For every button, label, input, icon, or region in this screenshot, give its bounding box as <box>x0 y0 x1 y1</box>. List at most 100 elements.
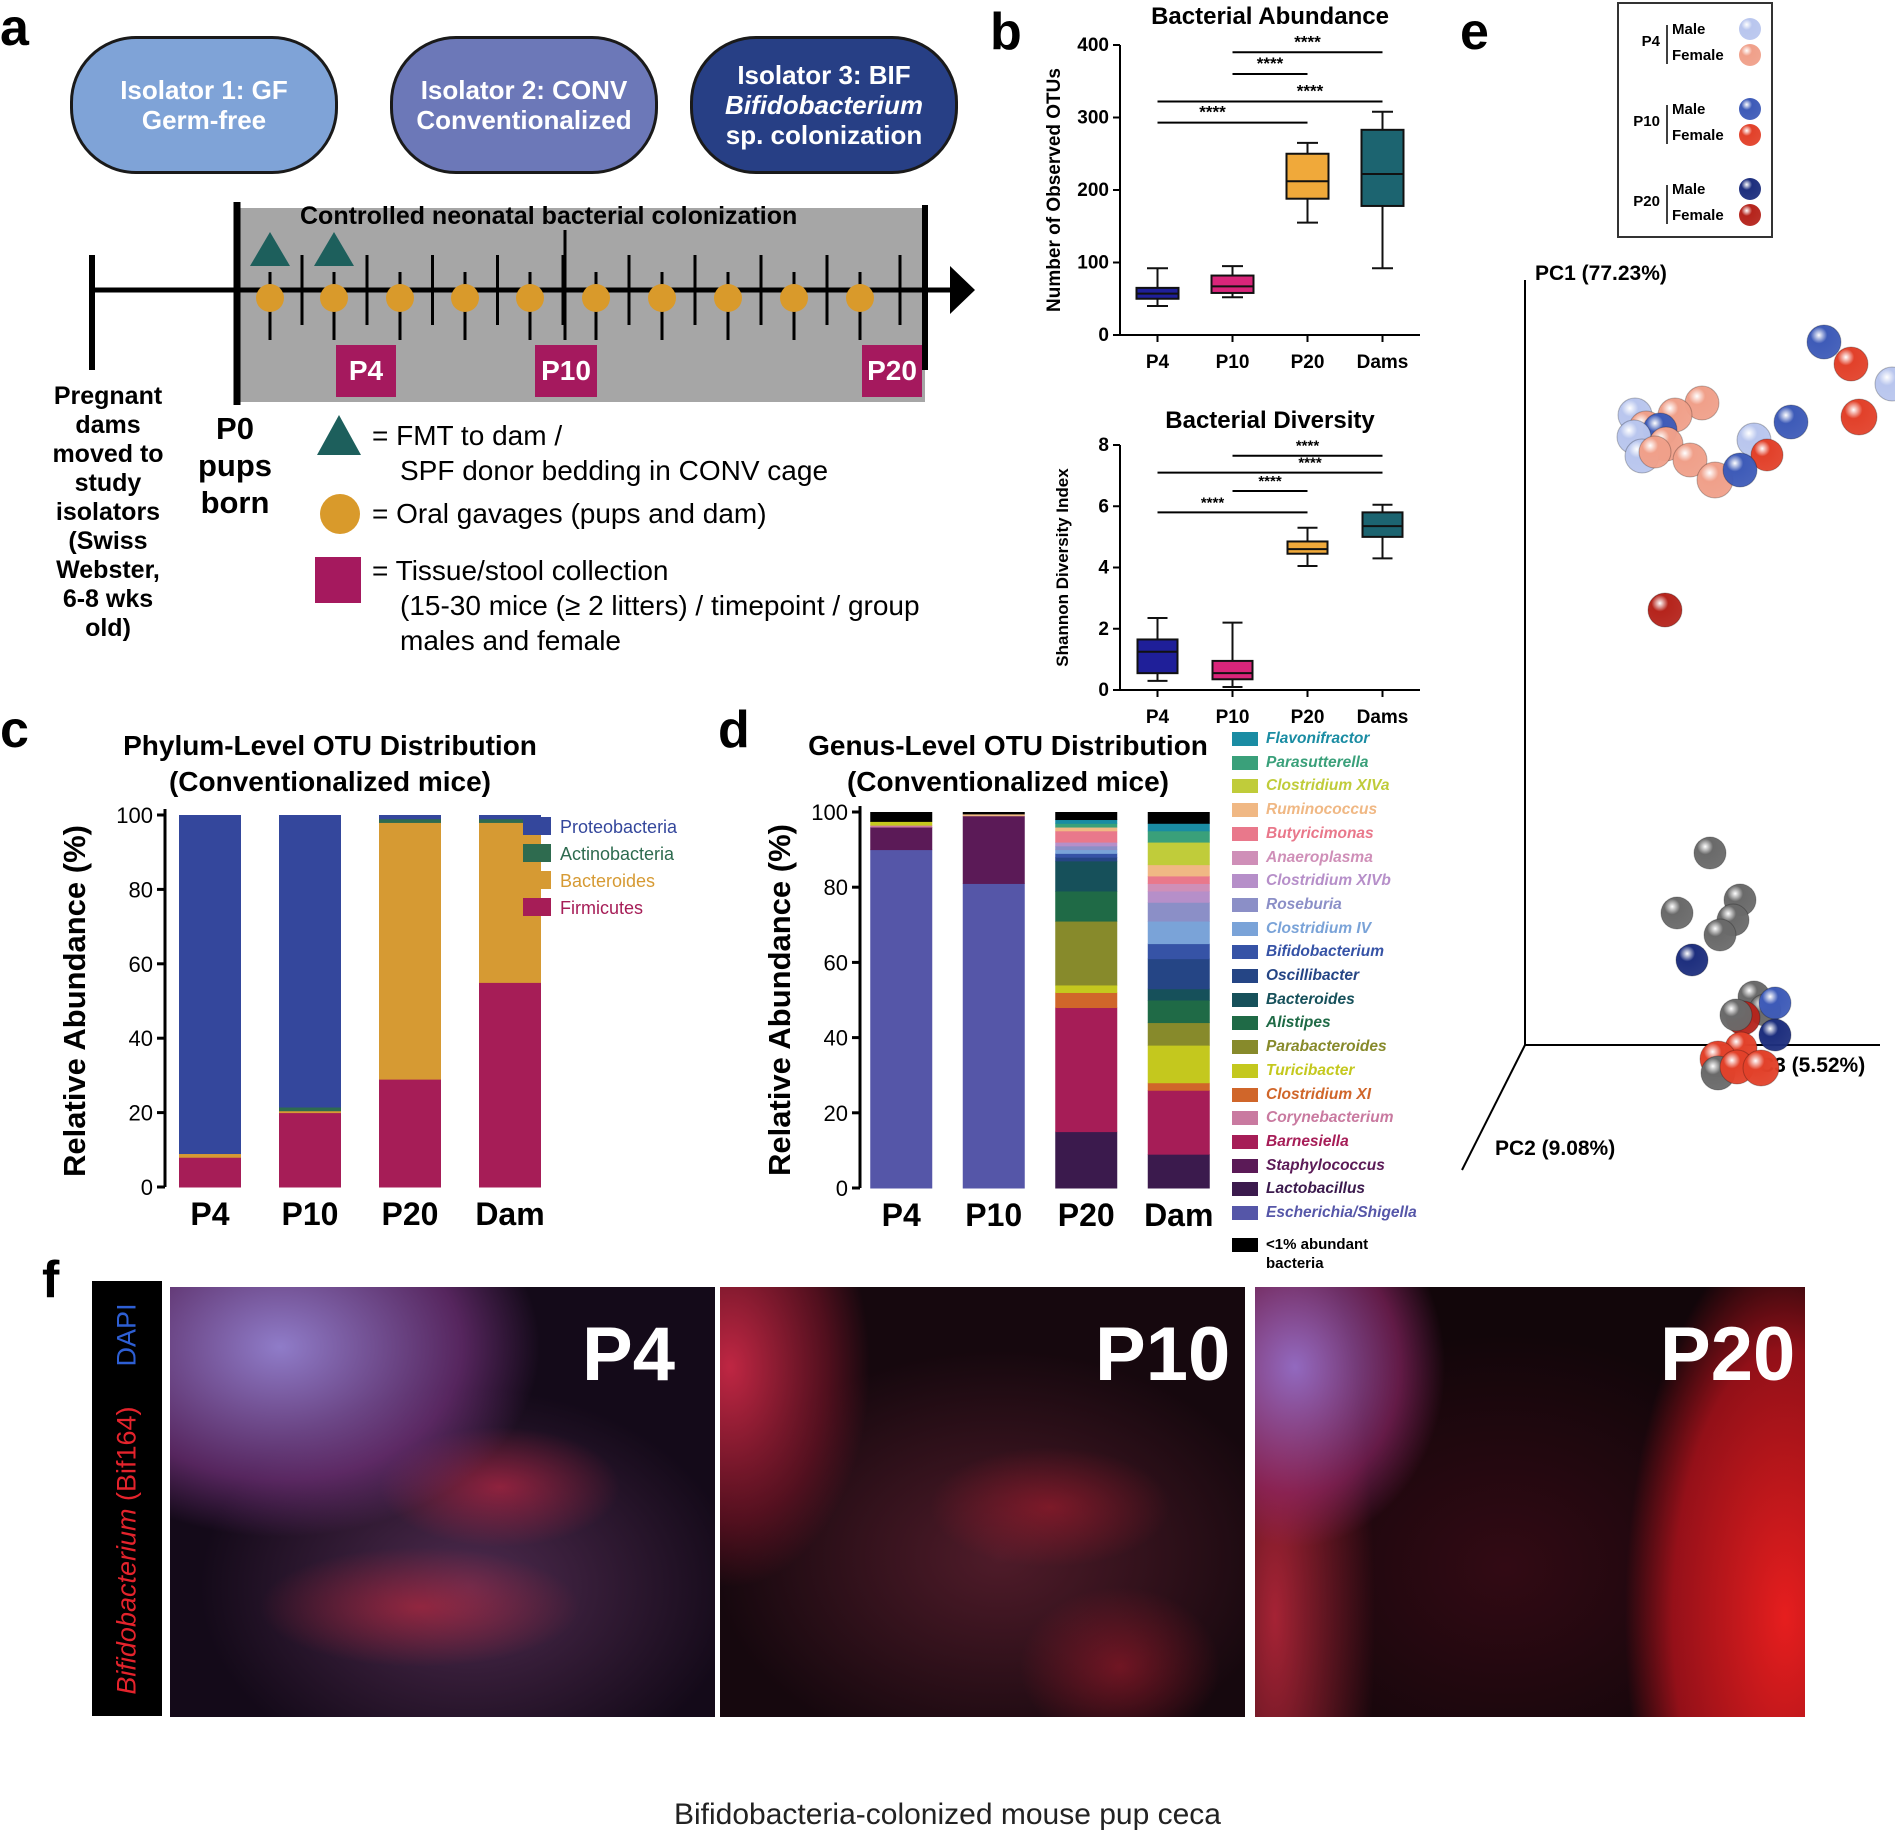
gavage-circle <box>648 284 676 312</box>
bif-label: Bifidobacterium <box>111 1507 142 1695</box>
gavage-circle <box>256 284 284 312</box>
stain-legend: Bifidobacterium (Bif164)DAPI <box>112 1303 143 1694</box>
legend-swatch <box>1232 1158 1258 1173</box>
legend-group-label: P20 <box>1633 193 1660 210</box>
y-tick-label: 200 <box>1077 180 1109 201</box>
bar-segment <box>379 815 441 820</box>
legend-female-label: Female <box>1672 127 1724 144</box>
legend-swatch <box>523 817 551 835</box>
legend-triangle-icon <box>317 415 361 455</box>
legend-label: Parasutterella <box>1266 753 1369 771</box>
bar-segment <box>1055 992 1118 1009</box>
micro-label-p20: P20 <box>1660 1312 1796 1397</box>
legend-label: Escherichia/Shigella <box>1266 1204 1417 1221</box>
bif-probe-label: (Bif164) <box>111 1405 142 1508</box>
x-tick-label: Dam <box>475 1196 544 1232</box>
panel-letter-d: d <box>718 701 750 759</box>
legend-swatch <box>523 898 551 916</box>
box <box>1285 152 1330 200</box>
y-tick-label: 20 <box>824 1101 848 1126</box>
bar-segment <box>962 812 1025 815</box>
gavage-circle <box>780 284 808 312</box>
bar-segment <box>1055 890 1118 922</box>
legend-circle-icon <box>320 494 360 534</box>
x-tick-label: P4 <box>882 1197 921 1233</box>
legend-swatch <box>1232 897 1258 912</box>
x-tick-label: Dams <box>1357 352 1409 373</box>
legend-square-line2: (15-30 mice (≥ 2 litters) / timepoint / … <box>400 590 920 621</box>
legend-swatch <box>1232 874 1258 889</box>
pregnant-dams-note: Pregnant dams moved to study isolators (… <box>38 382 178 643</box>
y-axis-label: Shannon Diversity Index <box>1053 468 1072 667</box>
pregnant-line-6: (Swiss <box>68 527 148 555</box>
bar-segment <box>279 1107 341 1112</box>
bar-segment <box>1055 921 1118 986</box>
y-tick-label: 2 <box>1098 619 1109 640</box>
chart-title: Bacterial Abundance <box>1151 3 1389 30</box>
gavage-circle <box>846 284 874 312</box>
panel-letter-f: f <box>42 1251 60 1309</box>
bar-segment <box>1147 1090 1210 1155</box>
x-tick-label: P20 <box>382 1196 439 1232</box>
pcoa-point <box>1693 836 1727 870</box>
legend-swatch <box>1232 850 1258 865</box>
legend-male-label: Male <box>1672 21 1705 38</box>
pcoa-point <box>1660 896 1694 930</box>
x-tick-label: P20 <box>1291 352 1325 373</box>
bar-segment <box>179 1153 241 1158</box>
pregnant-line-4: study <box>74 469 142 497</box>
legend-label: Staphylococcus <box>1266 1156 1385 1174</box>
bar-segment <box>1055 819 1118 824</box>
bar-segment <box>1147 902 1210 922</box>
legend-swatch <box>1232 1134 1258 1149</box>
y-tick-label: 0 <box>141 1175 153 1200</box>
pregnant-line-7: Webster, <box>56 556 160 584</box>
bar-segment <box>1055 857 1118 862</box>
y-tick-label: 0 <box>1098 680 1109 701</box>
legend-circle-text: = Oral gavages (pups and dam) <box>372 498 767 529</box>
pcoa-point <box>1672 442 1708 478</box>
bar-segment <box>1147 1045 1210 1084</box>
bar-segment <box>870 825 933 828</box>
x-tick-label: P4 <box>1146 707 1170 728</box>
y-tick-label: 40 <box>824 1026 848 1051</box>
y-tick-label: 100 <box>1077 253 1109 274</box>
significance-label: **** <box>1258 473 1282 490</box>
bar-segment <box>870 812 933 822</box>
p0-line-2: pups <box>197 448 273 483</box>
legend-label: Ruminococcus <box>1266 801 1378 819</box>
legend-group-label: P10 <box>1633 113 1660 130</box>
legend-swatch <box>523 844 551 862</box>
bar-segment <box>179 815 241 1155</box>
legend-male-sphere <box>1739 18 1761 40</box>
legend-label: Butyricimonas <box>1266 824 1374 842</box>
pregnant-line-5: isolators <box>55 498 161 526</box>
pcoa-point <box>1722 452 1758 488</box>
legend-label: Clostridium XIVb <box>1266 872 1391 890</box>
legend-triangle-line1: = FMT to dam / <box>372 420 563 451</box>
micro-label-p4: P4 <box>582 1312 675 1397</box>
pcoa-point <box>1638 435 1672 469</box>
bar-segment <box>1055 830 1118 843</box>
panel-letter-a: a <box>0 0 29 57</box>
legend-label: <1% abundant <box>1266 1235 1369 1253</box>
isolator-1-line1: Isolator 1: GF <box>120 75 288 105</box>
bar-segment <box>1055 812 1118 821</box>
panel-letter-b: b <box>990 3 1022 61</box>
panel-letter-c: c <box>0 701 29 759</box>
bar-segment <box>379 818 441 823</box>
legend-label: Clostridium IV <box>1266 919 1372 937</box>
isolator-1-line2: Germ-free <box>141 105 267 135</box>
panel-c-title-line1: Phylum-Level OTU Distribution <box>123 730 537 761</box>
bar-segment <box>279 1112 341 1188</box>
timeline-title: Controlled neonatal bacterial colonizati… <box>300 202 798 230</box>
bar-segment <box>1055 860 1118 892</box>
y-tick-label: 20 <box>129 1101 153 1126</box>
y-tick-label: 400 <box>1077 35 1109 56</box>
y-axis-label: Relative Abundance (%) <box>57 825 92 1177</box>
pcoa-point <box>1773 404 1809 440</box>
bar-segment <box>962 883 1025 1189</box>
legend-label: Bifidobacterium <box>1266 943 1384 961</box>
